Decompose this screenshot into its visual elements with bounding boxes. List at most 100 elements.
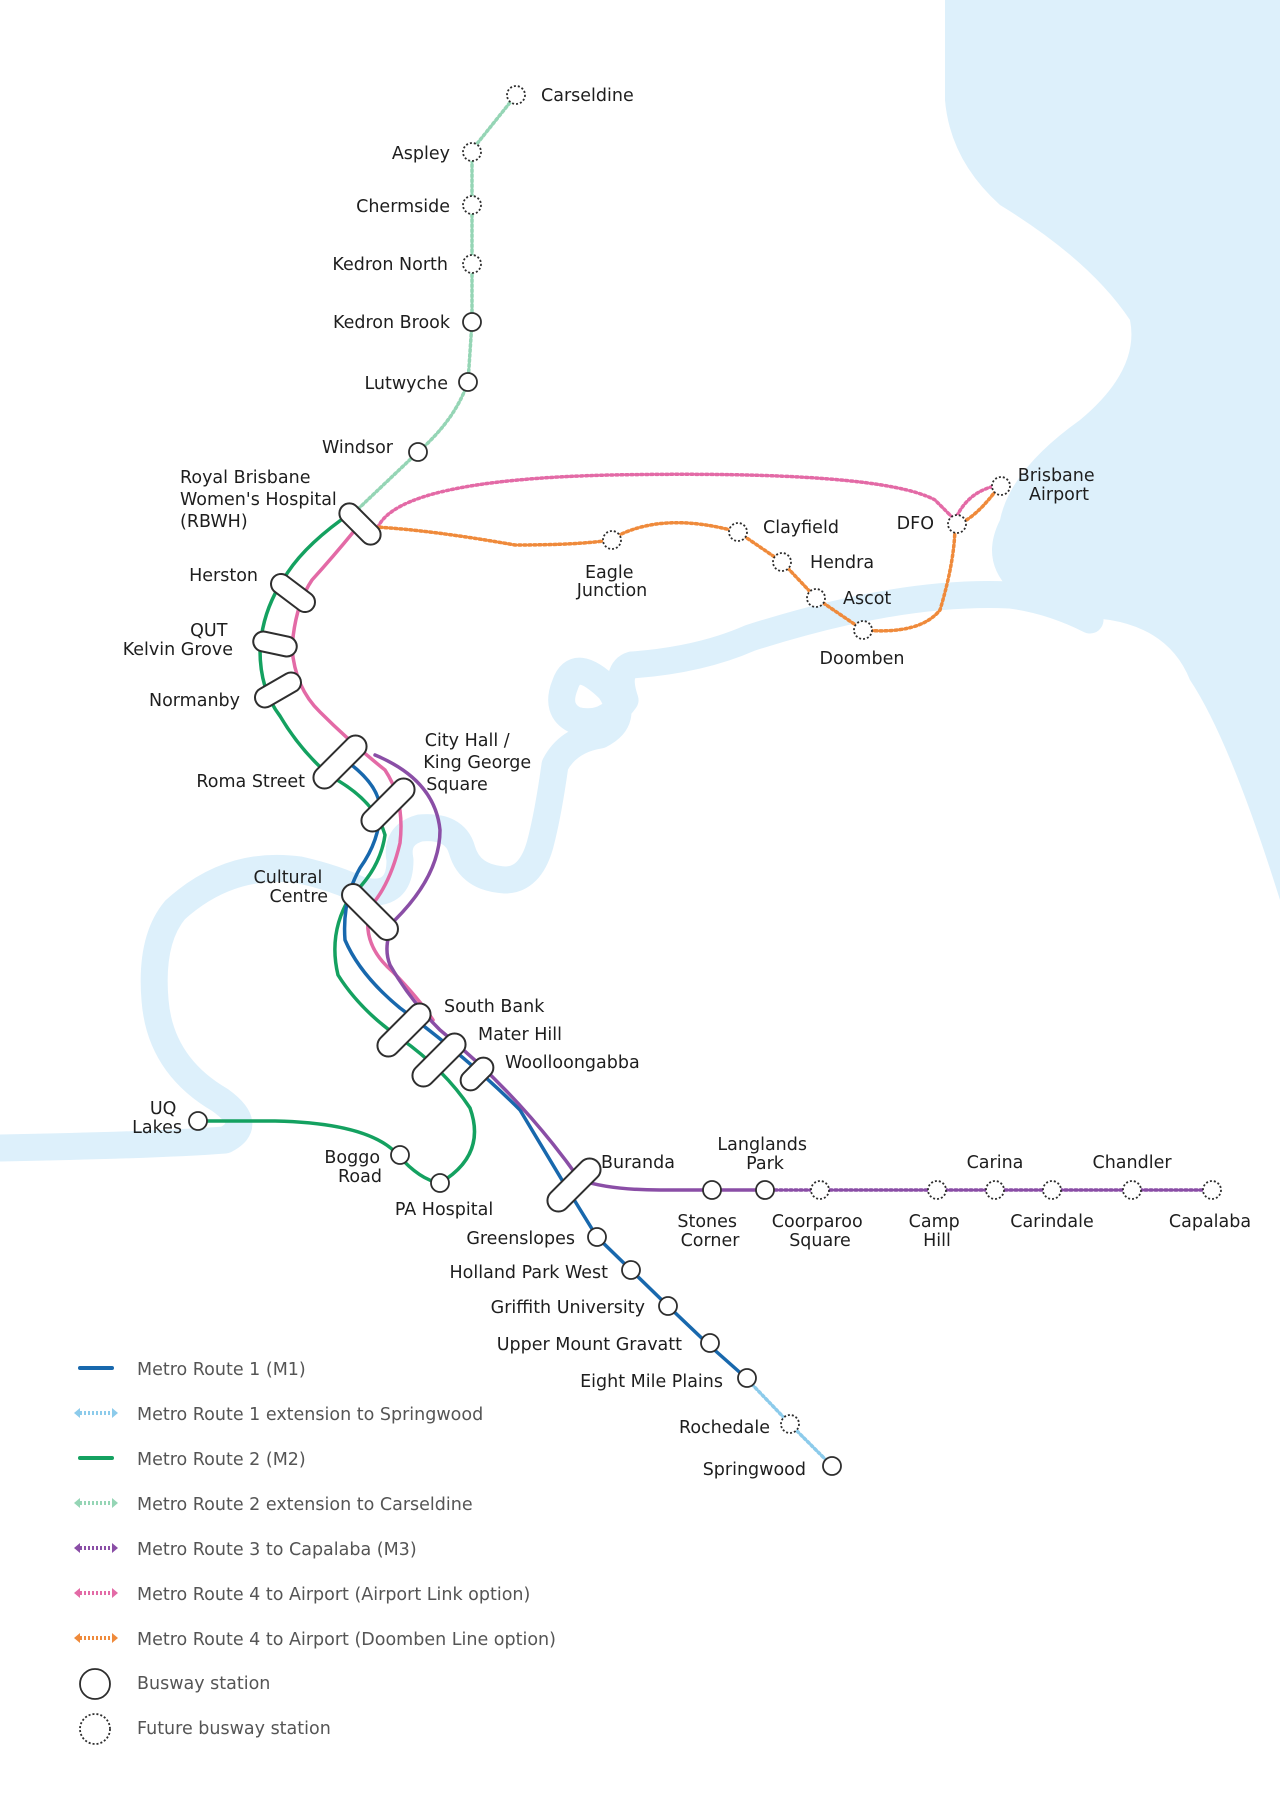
label-kedron-north: Kedron North	[332, 255, 448, 275]
label-eight-mile-plains: Eight Mile Plains	[580, 1372, 723, 1392]
legend-arrow-m2-ext-left	[74, 1498, 80, 1508]
legend-arrow-m1-ext-left	[74, 1408, 80, 1418]
station-springwood[interactable]	[822, 1456, 842, 1476]
interchange-woolloongabba[interactable]	[456, 1053, 497, 1094]
legend-item-m4-airport: Metro Route 4 to Airport (Airport Link o…	[74, 1585, 530, 1605]
interchange-rbwh[interactable]	[335, 499, 384, 548]
label-eagle-junction: Eagle Junction	[576, 563, 648, 601]
label-rochedale: Rochedale	[679, 1418, 770, 1438]
label-springwood: Springwood	[703, 1460, 806, 1480]
legend-item-m1: Metro Route 1 (M1)	[78, 1360, 306, 1380]
interchange-stations	[251, 499, 605, 1216]
label-herston: Herston	[189, 566, 258, 586]
station-labels: Carseldine Aspley Chermside Kedron North…	[123, 86, 1251, 1480]
legend-swatch-busway-station	[79, 1668, 111, 1700]
interchange-buranda[interactable]	[543, 1154, 605, 1216]
label-kedron-brook: Kedron Brook	[333, 313, 451, 333]
label-lutwyche: Lutwyche	[364, 374, 448, 394]
interchange-city-hall[interactable]	[357, 774, 419, 836]
interchange-mater-hill[interactable]	[408, 1029, 470, 1091]
brisbane-river	[0, 581, 1104, 1162]
label-carina: Carina	[967, 1153, 1024, 1173]
legend-arrow-m4-doomben-left	[74, 1633, 80, 1643]
legend-label-m4-airport: Metro Route 4 to Airport (Airport Link o…	[137, 1585, 530, 1605]
station-camp-hill[interactable]	[927, 1180, 947, 1200]
station-eight-mile-plains[interactable]	[737, 1368, 757, 1388]
station-windsor[interactable]	[408, 442, 428, 462]
station-kedron-north[interactable]	[462, 254, 482, 274]
station-doomben[interactable]	[853, 620, 873, 640]
legend-item-future-station: Future busway station	[79, 1713, 331, 1745]
label-upper-mount-gravatt: Upper Mount Gravatt	[497, 1335, 682, 1355]
stations	[188, 85, 1222, 1476]
station-holland-park-west[interactable]	[621, 1260, 641, 1280]
station-rochedale[interactable]	[780, 1414, 800, 1434]
label-boggo-road: Boggo Road	[324, 1148, 385, 1187]
legend-item-m2-ext: Metro Route 2 extension to Carseldine	[74, 1495, 473, 1515]
station-pa-hospital[interactable]	[430, 1173, 450, 1193]
label-camp-hill: Camp Hill	[909, 1212, 966, 1251]
label-capalaba: Capalaba	[1169, 1212, 1251, 1232]
station-dfo[interactable]	[947, 514, 967, 534]
legend-label-busway-station: Busway station	[137, 1674, 270, 1694]
label-rbwh: Royal Brisbane Women's Hospital (RBWH)	[180, 468, 342, 532]
legend-arrow-m3-left	[74, 1543, 80, 1553]
station-clayfield[interactable]	[728, 522, 748, 542]
station-hendra[interactable]	[772, 552, 792, 572]
label-griffith-university: Griffith University	[491, 1298, 645, 1318]
station-stones-corner[interactable]	[702, 1180, 722, 1200]
station-eagle-junction[interactable]	[602, 530, 622, 550]
station-griffith-university[interactable]	[658, 1296, 678, 1316]
station-chermside[interactable]	[462, 195, 482, 215]
legend-label-m1-ext: Metro Route 1 extension to Springwood	[137, 1405, 483, 1425]
label-buranda: Buranda	[601, 1153, 675, 1173]
label-aspley: Aspley	[392, 144, 450, 164]
station-brisbane-airport[interactable]	[991, 476, 1011, 496]
interchange-roma-street[interactable]	[309, 731, 371, 793]
label-woolloongabba: Woolloongabba	[505, 1053, 640, 1073]
legend-arrow-m4-airport	[112, 1588, 118, 1598]
label-coorparoo-square: Coorparoo Square	[772, 1212, 868, 1251]
legend-label-m4-doomben: Metro Route 4 to Airport (Doomben Line o…	[137, 1630, 556, 1650]
station-carindale[interactable]	[1042, 1180, 1062, 1200]
route-m2-line	[196, 518, 477, 1185]
interchange-normanby[interactable]	[251, 669, 304, 711]
station-upper-mount-gravatt[interactable]	[700, 1333, 720, 1353]
station-chandler[interactable]	[1122, 1180, 1142, 1200]
label-holland-park-west: Holland Park West	[450, 1263, 609, 1283]
station-carseldine[interactable]	[506, 85, 526, 105]
label-chermside: Chermside	[356, 197, 450, 217]
label-hendra: Hendra	[810, 553, 874, 573]
station-boggo-road[interactable]	[390, 1145, 410, 1165]
label-qut: QUT Kelvin Grove	[123, 621, 233, 660]
label-langlands-park: Langlands Park	[717, 1135, 812, 1174]
label-greenslopes: Greenslopes	[466, 1229, 575, 1249]
legend-item-m1-ext: Metro Route 1 extension to Springwood	[74, 1405, 483, 1425]
legend-label-m2-ext: Metro Route 2 extension to Carseldine	[137, 1495, 473, 1515]
label-mater-hill: Mater Hill	[478, 1025, 562, 1045]
legend-arrow-m2-ext	[112, 1498, 118, 1508]
label-cultural-centre: Cultural Centre	[254, 868, 328, 907]
water-layer	[0, 0, 1280, 1162]
station-capalaba[interactable]	[1202, 1180, 1222, 1200]
legend-label-m1: Metro Route 1 (M1)	[137, 1360, 306, 1380]
label-windsor: Windsor	[322, 438, 394, 458]
station-aspley[interactable]	[462, 142, 482, 162]
label-brisbane-airport: Brisbane Airport	[1018, 466, 1100, 505]
legend-item-busway-station: Busway station	[79, 1668, 270, 1700]
legend-item-m4-doomben: Metro Route 4 to Airport (Doomben Line o…	[74, 1630, 556, 1650]
interchange-cultural-centre[interactable]	[337, 879, 402, 944]
station-kedron-brook[interactable]	[462, 312, 482, 332]
interchange-south-bank[interactable]	[373, 999, 435, 1061]
station-coorparoo-square[interactable]	[810, 1180, 830, 1200]
station-uq-lakes[interactable]	[188, 1111, 208, 1131]
station-carina[interactable]	[985, 1180, 1005, 1200]
station-langlands-park[interactable]	[755, 1180, 775, 1200]
station-lutwyche[interactable]	[458, 372, 478, 392]
interchange-qut[interactable]	[251, 630, 298, 659]
legend-item-m3: Metro Route 3 to Capalaba (M3)	[74, 1540, 417, 1560]
station-greenslopes[interactable]	[587, 1227, 607, 1247]
station-ascot[interactable]	[806, 588, 826, 608]
interchange-herston[interactable]	[267, 570, 319, 616]
